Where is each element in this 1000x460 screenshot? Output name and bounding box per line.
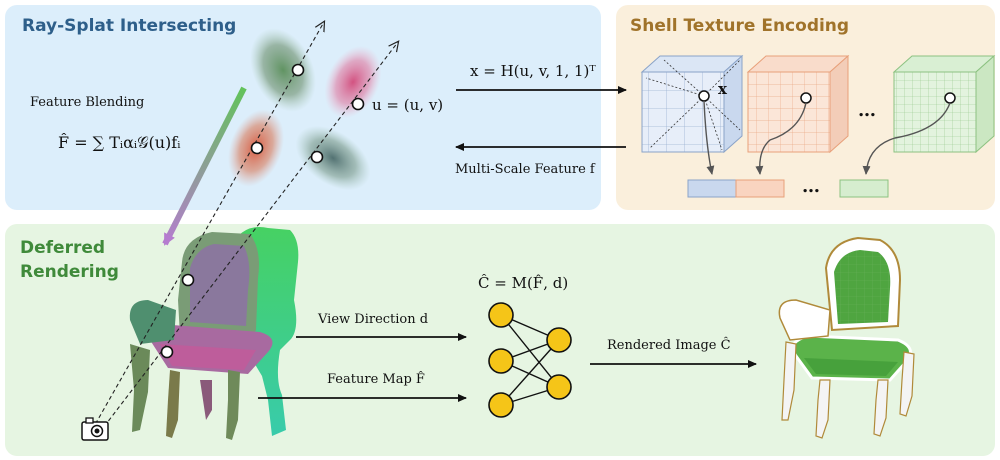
feature-vector-blue	[687, 179, 737, 198]
ray-1	[91, 22, 324, 431]
lookup-arrow-3	[862, 102, 951, 175]
intersection-point	[310, 150, 324, 164]
mlp-neuron	[488, 302, 514, 328]
splat-pink	[324, 45, 382, 119]
splat-green	[250, 28, 316, 112]
feature-vector-green	[839, 179, 889, 198]
shell-texture-title: Shell Texture Encoding	[630, 16, 850, 36]
grid-ellipsis: …	[858, 100, 876, 121]
query-point	[800, 92, 812, 104]
mlp-neuron	[488, 392, 514, 418]
grid-fine	[892, 54, 996, 154]
splat-teal	[295, 125, 371, 191]
view-direction-label: View Direction d	[318, 312, 429, 327]
rendered-chair	[778, 236, 915, 439]
deferred-title-line2: Rendering	[20, 262, 119, 282]
blending-arrow	[162, 86, 247, 246]
gaussian-splats	[227, 28, 382, 191]
intersection-point	[351, 97, 365, 111]
blend-equation: F̂ = ∑ Tᵢαᵢ𝒢(u)fᵢ	[58, 133, 181, 152]
feature-map-label: Feature Map F̂	[327, 372, 425, 387]
rendered-image-label: Rendered Image Ĉ	[607, 338, 731, 353]
lookup-arrow-1	[703, 100, 715, 175]
feature-ellipsis: …	[802, 176, 820, 197]
mlp-neuron	[546, 374, 572, 400]
intersection-point	[181, 273, 195, 287]
grid-coarse	[640, 54, 744, 154]
query-point	[698, 90, 710, 102]
query-point	[944, 92, 956, 104]
multi-scale-feature-label: Multi-Scale Feature f	[455, 162, 595, 177]
mlp-neuron	[546, 327, 572, 353]
ray-splat-title: Ray-Splat Intersecting	[22, 16, 237, 36]
mlp-network	[488, 302, 572, 418]
grid-medium	[746, 54, 850, 154]
camera-icon	[81, 417, 109, 441]
feature-blending-label: Feature Blending	[30, 95, 145, 110]
feature-vector-orange	[735, 179, 785, 198]
mlp-equation: Ĉ = M(F̂, d)	[478, 274, 569, 292]
intersection-point	[291, 63, 305, 77]
uv-equation: u = (u, v)	[372, 96, 444, 114]
deferred-title-line1: Deferred	[20, 238, 106, 258]
intersection-points	[160, 63, 365, 359]
intersection-point	[250, 141, 264, 155]
x-equation: x = H(u, v, 1, 1)ᵀ	[470, 62, 596, 80]
ray-2	[99, 42, 398, 433]
mlp-neuron	[488, 348, 514, 374]
neural-chair	[129, 232, 273, 440]
lookup-arrow-2	[755, 102, 807, 175]
intersection-point	[160, 345, 174, 359]
x-point-label: x	[718, 80, 727, 98]
